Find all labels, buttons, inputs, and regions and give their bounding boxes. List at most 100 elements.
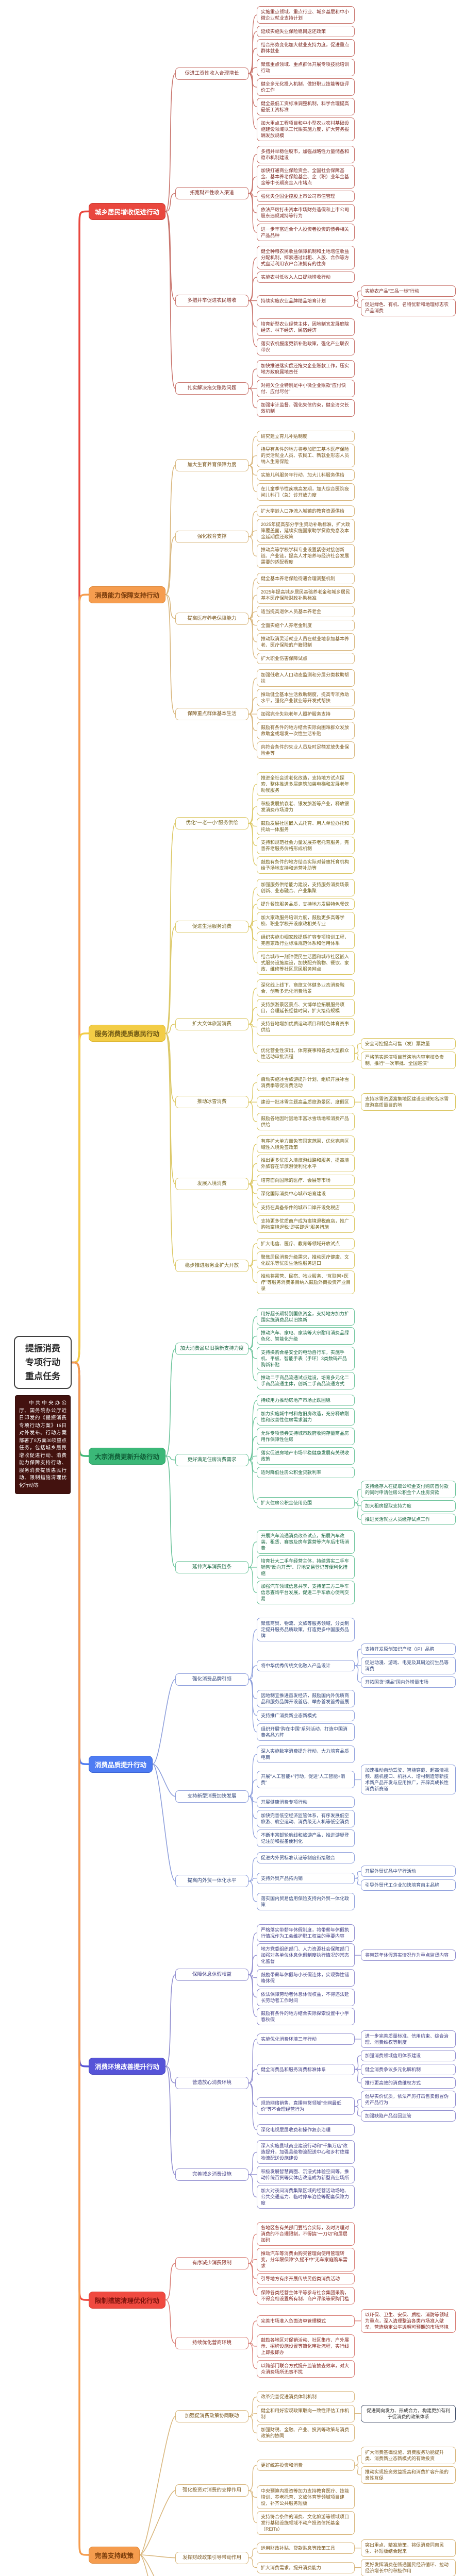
sub-branch-node[interactable]: 强化投资对消费的支撑作用 [175,2484,248,2497]
leaf-node[interactable]: 引导地方有序开展传统民俗类消费活动 [257,2273,355,2284]
sub-branch-node[interactable]: 优化“一老一小”服务供给 [175,817,248,829]
leaf-node[interactable]: 更好统筹投资和消费 [257,2460,355,2471]
leaf-node[interactable]: 结合形势变化加大就业支持力度，促进重点群体就业 [257,39,355,57]
leaf-node[interactable]: 推进全社会适老化改造，支持地方试点探索、整体推进多层建筑加装电梯和发展老年助餐服… [257,772,355,796]
leaf-node[interactable]: 健全最低工资标准调整机制，科学合理提高最低工资标准 [257,98,355,115]
leaf-node[interactable]: 推动健全基本生活救助制度，提高专项救助水平，强化产业就业等开发式帮扶 [257,689,355,706]
sub-branch-node[interactable]: 保障重点群体基本生活 [175,708,248,720]
leaf-node[interactable]: 指导有条件的地方将参加职工基本医疗保险的灵活就业人员、农民工、新就业形态人员纳入… [257,444,355,467]
leaf-node[interactable]: 改革完善促进消费体制机制 [257,2391,355,2402]
sub-branch-node[interactable]: 发展入境消费 [175,1178,248,1190]
leaf-node[interactable]: 进一步丰富适合个人投资者投资的债券相关产品品种 [257,224,355,241]
leaf-node[interactable]: 支持各地增加优质运动项目和特色体育赛事供给 [257,1018,355,1036]
branch-node-7[interactable]: 限制措施清理优化行动 [89,2292,166,2309]
detail-node[interactable]: 扩大消费基础设施、消费服务功能提升类、消费新业态新模式的有效投资 [361,2447,456,2464]
leaf-node[interactable]: 加强完全失能老年人照护服务支持 [257,708,355,720]
leaf-node[interactable]: 扩大职业伤害保障试点 [257,653,355,664]
leaf-node[interactable]: 加快完善低空经济监管体系，有序发展低空旅游、航空运动、消费级无人机等低空消费 [257,1810,355,1827]
leaf-node[interactable]: 加强服务供给能力建设，支持服务消费场景创新、业态融合、产业集聚 [257,879,355,896]
sub-branch-node[interactable]: 推动冰雪消费 [175,1096,248,1108]
sub-branch-node[interactable]: 支持新型消费加快发展 [175,1790,248,1803]
detail-node[interactable]: 开展外贸优品中华行活动 [361,1866,456,1877]
leaf-node[interactable]: 保障各类经营主体平等参与社会集团采购，不得变相设置所有制、商户评级等采购门槛 [257,2287,355,2304]
leaf-node[interactable]: 鼓励有条件的地方结合实际探索设置中小学春秋假 [257,2008,355,2025]
root-node[interactable]: 提振消费 专项行动 重点任务 [14,1336,72,1389]
leaf-node[interactable]: 2025年提高部分学生资助补助标准，扩大政策覆盖面，延续实施国家助学贷款免息及本… [257,519,355,543]
sub-branch-node[interactable]: 强化消费品牌引领 [175,1673,248,1686]
leaf-node[interactable]: 加大家政服务培训力度，鼓励更多高等学校、职业学校开设家政相关专业 [257,912,355,929]
sub-branch-node[interactable]: 完善城乡消费设施 [175,2168,248,2181]
sub-branch-node[interactable]: 提高医疗养老保障能力 [175,613,248,625]
leaf-node[interactable]: 聚焦商贸、物流、文旅等服务领域，分类制定提升服务品质政策，打造更多中国服务品牌 [257,1618,355,1641]
leaf-node[interactable]: 扩大消费需求，提升消费能力 [257,2562,355,2573]
sub-branch-node[interactable]: 保障休息休假权益 [175,1969,248,1981]
leaf-node[interactable]: 培育壮大二手车经营主体，持续落实二手车销售“反向开票”、异地交易登记等便利化措施 [257,1555,355,1579]
leaf-node[interactable]: 2025年提高城乡居民基础养老金和城乡居民基本医疗保险财政补助标准 [257,586,355,604]
sub-branch-node[interactable]: 加大生育养育保障力度 [175,459,248,471]
sub-branch-node[interactable]: 促进工资性收入合理增长 [175,67,248,80]
leaf-node[interactable]: 适时降低住房公积金贷款利率 [257,1467,355,1478]
leaf-node[interactable]: 加大重点工程项目和中小型农业农村基础设施建设领域以工代赈实施力度，扩大劳务报酬发… [257,117,355,141]
sub-branch-node[interactable]: 营造放心消费环境 [175,2077,248,2089]
leaf-node[interactable]: 以跨部门联合方式提升监管抽查效率，对大众消费场所无事不扰 [257,2360,355,2378]
sub-branch-node[interactable]: 发挥财政政策引导带动作用 [175,2552,248,2564]
sub-branch-node[interactable]: 扎实解决拖欠账款问题 [175,382,248,395]
leaf-node[interactable]: 加强审计监督，强化失信约束，健全清欠长效机制 [257,399,355,417]
leaf-node[interactable]: 加强低收入人口动态监测和分层分类救助帮扶 [257,669,355,687]
detail-node[interactable]: 更好发挥消费在畅通国民经济循环、拉动经济增长中的积极作用 [361,2559,456,2576]
leaf-node[interactable]: 多措并举稳住股市，加强战略性力量储备和稳市机制建设 [257,146,355,163]
sub-branch-node[interactable]: 持续优化营商环境 [175,2337,248,2349]
leaf-node[interactable]: 用好超长期特别国债资金，支持地方加力扩围实施消费品以旧换新 [257,1308,355,1326]
detail-node[interactable]: 加强缺陷产品召回监管 [361,2110,456,2122]
sub-branch-node[interactable]: 加大消费品以旧换新支持力度 [175,1343,248,1355]
leaf-node[interactable]: 依法严厉打击资本市场财务造假和上市公司股东违规减持等行为 [257,204,355,222]
leaf-node[interactable]: 向符合条件的失业人员及时足额发放失业保险金等 [257,741,355,759]
leaf-node[interactable]: 适当提高退休人员基本养老金 [257,606,355,617]
leaf-node[interactable]: 支持在具备条件的城市口岸开设免税店 [257,1202,355,1213]
detail-node[interactable]: 实施农产品“三品一标”行动 [361,285,456,297]
leaf-node[interactable]: 鼓励有条件的地方结合实际向困难群众发放救助金或增发一次性生活补贴 [257,722,355,739]
leaf-node[interactable]: 培育新型农业经营主体，因地制宜发展庭院经济、林下经济、民宿经济 [257,318,355,336]
detail-node[interactable]: 倡导实价优质，依法严厉打击售卖假冒伪劣产品行为 [361,2091,456,2108]
leaf-node[interactable]: 鼓励有条件的地方结合实际对普惠托育机构给予场地支持和运营补助等 [257,856,355,874]
detail-node[interactable]: 以环保、卫生、安保、质检、消防等领域为重点，深入清理整治各类市场准入壁垒，营造稳… [361,2309,456,2333]
leaf-node[interactable]: 实施农村低收入人口提能增收行动 [257,272,355,283]
detail-node[interactable]: 推行更高效的消费维权方式 [361,2077,456,2089]
leaf-node[interactable]: 推动将露营、民宿、物业服务、“互联网+医疗”等服务消费条目纳入鼓励外商投资产业目… [257,1270,355,1294]
leaf-node[interactable]: 推动汽车、家电、家装等大宗耐用消费品绿色化、智能化升级 [257,1327,355,1345]
leaf-node[interactable]: 优化营业性演出、体育赛事和各类大型群众性活动审批流程 [257,1045,355,1062]
leaf-node[interactable]: 因地制宜推进首发经济，鼓励国内外优质商品和服务品牌开设首店、举办首发首秀首展 [257,1690,355,1707]
leaf-node[interactable]: 有序扩大单方面免签国家范围，优化完善区域性入境免签政策 [257,1136,355,1153]
detail-node[interactable]: 支持冰雪资源富集地区建设全球知名冰雪旅游高质量目的地 [361,1093,456,1111]
leaf-node[interactable]: 落实农机报废更新补贴政策，强化产业联农带农 [257,338,355,355]
leaf-node[interactable]: 落实促进房地产市场平稳健康发展有关税收政策 [257,1447,355,1465]
leaf-node[interactable]: 鼓励各地因时因地丰富冰雪场地和消费产品供给 [257,1113,355,1130]
sub-branch-node[interactable]: 促进生活服务消费 [175,921,248,933]
sub-branch-node[interactable]: 有序减少消费限制 [175,2257,248,2269]
leaf-node[interactable]: 提升餐饮服务品质，支持地方发展特色餐饮 [257,899,355,910]
leaf-node[interactable]: 将中华优秀传统文化融入产品设计 [257,1660,355,1671]
leaf-node[interactable]: 开展汽车流通消费改革试点，拓展汽车改装、租赁、赛事及房车露营等汽车后市场消费 [257,1530,355,1554]
leaf-node[interactable]: 持续实施农业品牌精品培育计划 [257,295,355,307]
leaf-node[interactable]: 规范网络销售、直播带货领域“全网最低价”等不合理经营行为 [257,2097,355,2115]
leaf-node[interactable]: 深入实施县域商业建设行动和“千集万店”改造提升，加强县级物流配送中心和乡村终端物… [257,2140,355,2164]
detail-node[interactable]: 促进动漫、游戏、电竞及其周边衍生品等消费 [361,1657,456,1674]
leaf-node[interactable]: 扩大电信、医疗、教育等领域开放试点 [257,1238,355,1249]
leaf-node[interactable]: 延续实施失业保险稳岗返还政策 [257,26,355,37]
detail-node[interactable]: 推进灵活就业人员缴存试点工作 [361,1514,456,1525]
leaf-node[interactable]: 鼓励带薪年休假与小长假连休，实现弹性错峰休假 [257,1969,355,1987]
leaf-node[interactable]: 加强财税、金融、产业、投资等政策与消费政策的协同 [257,2424,355,2442]
detail-node[interactable]: 加大租房提取支持力度 [361,1500,456,1512]
leaf-node[interactable]: 聚焦居民消费升级需求，推动医疗健康、文化娱乐等优质生活性服务进口 [257,1251,355,1269]
detail-node[interactable]: 突出重点、精准施策，将促消费同惠民生、补短板结合起来 [361,2539,456,2557]
leaf-node[interactable]: 推动高等学校学科专业设置紧密对接创新链、产业链，提高人才培养与经济社会发展需要的… [257,544,355,568]
leaf-node[interactable]: 健全消费品和服务消费标准体系 [257,2064,355,2075]
detail-node[interactable]: 支持开发原创知识产权（IP）品牌 [361,1643,456,1655]
leaf-node[interactable]: 开展健康消费专项行动 [257,1797,355,1808]
leaf-node[interactable]: 扩大学龄人口净流入城镇的教育资源供给 [257,505,355,517]
branch-node-6[interactable]: 消费环境改善提升行动 [89,2058,166,2075]
leaf-node[interactable]: 加力实施城中村和危旧房改造，充分释放刚性和改善性住房需求潜力 [257,1408,355,1426]
detail-node[interactable]: 健全消费争议多元化解机制 [361,2064,456,2075]
leaf-node[interactable]: 推动取消灵活就业人员在就业地参加基本养老、医疗保险的户籍限制 [257,633,355,651]
leaf-node[interactable]: 各地区各有关部门要结合实际，及时清理对消费的不合理限制，不得搞“一刀切”和层层加… [257,2222,355,2246]
